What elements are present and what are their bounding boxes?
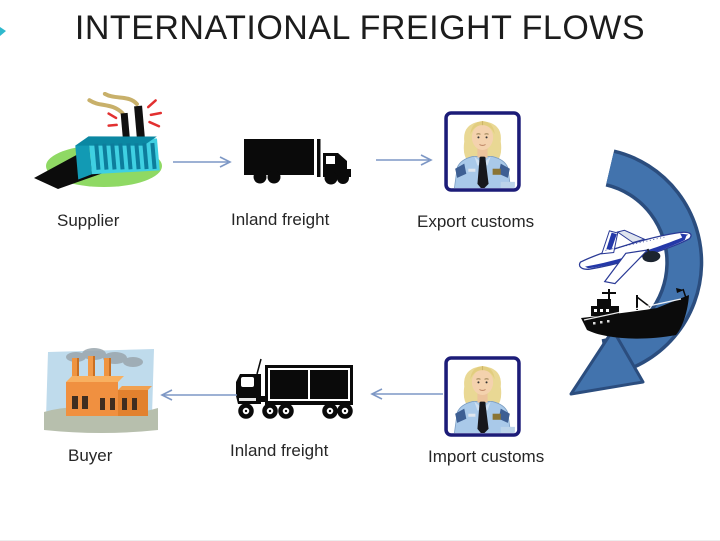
import-customs-officer-icon bbox=[444, 356, 521, 437]
left-edge-artifact bbox=[0, 27, 6, 36]
airplane-icon bbox=[578, 229, 692, 285]
arrow-inland-to-export-icon bbox=[376, 154, 433, 166]
buyer-label: Buyer bbox=[68, 446, 113, 465]
arrow-supplier-to-inland-icon bbox=[173, 156, 232, 168]
import-customs-label: Import customs bbox=[428, 447, 545, 466]
arrow-inland-to-buyer-icon bbox=[160, 389, 237, 401]
inland-freight-bottom-label: Inland freight bbox=[230, 441, 329, 460]
truck-silhouette-icon bbox=[244, 139, 351, 185]
supplier-label: Supplier bbox=[57, 211, 120, 230]
arrow-import-to-inland-icon bbox=[370, 388, 443, 400]
cargo-ship-icon bbox=[581, 288, 689, 339]
factory-orange-icon bbox=[44, 348, 158, 433]
export-customs-officer-icon bbox=[444, 111, 521, 192]
factory-teal-icon bbox=[34, 92, 163, 189]
semi-truck-icon bbox=[236, 358, 353, 419]
international-curved-arrow-icon bbox=[569, 149, 704, 396]
inland-freight-top-label: Inland freight bbox=[231, 210, 330, 229]
slide-title: INTERNATIONAL FREIGHT FLOWS bbox=[74, 9, 646, 47]
export-customs-label: Export customs bbox=[417, 212, 535, 231]
